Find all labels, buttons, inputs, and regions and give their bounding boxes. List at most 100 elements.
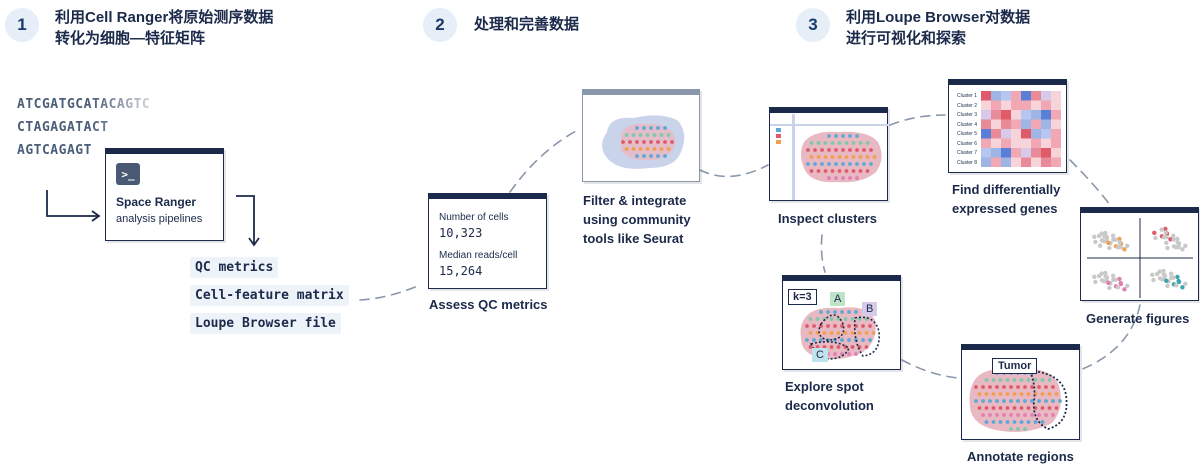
- heatmap-row-label: Cluster 1: [957, 93, 978, 99]
- tissue-spot: [844, 155, 849, 159]
- scatter-point: [1118, 280, 1123, 286]
- tissue-spot: [642, 126, 646, 130]
- tissue-spot: [813, 148, 817, 152]
- tissue-spot: [837, 155, 842, 159]
- scatter-point: [1175, 236, 1180, 242]
- tissue-spot: [857, 331, 862, 335]
- tissue-spot: [1047, 378, 1052, 382]
- tissue-spot: [827, 162, 831, 166]
- scatter-point: [1117, 236, 1122, 242]
- tissue-spot: [988, 399, 992, 403]
- heatmap-cell: [991, 100, 1001, 110]
- annotate-card: Tumor: [961, 344, 1080, 440]
- tissue-spot: [1023, 427, 1027, 431]
- tissue-spot: [1019, 420, 1024, 424]
- tissue-spot: [847, 338, 851, 342]
- heatmap-cell: [991, 138, 1001, 148]
- scatter-point: [1107, 245, 1112, 251]
- tissue-spot: [834, 148, 838, 152]
- tissue-spot: [855, 176, 859, 180]
- tissue-spot: [809, 141, 814, 145]
- heatmap-row-label: Cluster 2: [957, 102, 978, 109]
- tissue-spot: [1033, 420, 1038, 424]
- inspect-caption: Inspect clusters: [778, 211, 877, 226]
- tissue-spot: [861, 338, 865, 342]
- scatter-point: [1125, 243, 1130, 249]
- heatmap-cell: [1021, 157, 1031, 167]
- tissue-spot: [837, 141, 842, 145]
- tissue-spot: [833, 310, 837, 314]
- tissue-spot: [833, 324, 837, 328]
- tissue-spot: [666, 133, 671, 137]
- tissue-spot: [850, 317, 855, 321]
- tissue-spot: [862, 162, 866, 166]
- tissue-spot: [836, 331, 841, 335]
- heatmap-cell: [1031, 138, 1041, 148]
- clusters-tissue-graphic: [801, 131, 882, 183]
- legend-swatch: [776, 140, 781, 144]
- step-1-title-line2: 转化为细胞—特征矩阵: [55, 30, 206, 47]
- tissue-spot: [847, 310, 851, 314]
- reads-value: 15,264: [439, 264, 483, 278]
- scatter-point: [1117, 276, 1122, 282]
- card-header-bar: [769, 107, 888, 113]
- tissue-spot: [666, 147, 671, 151]
- tissue-spot: [864, 331, 869, 335]
- heatmap-row-label: Cluster 6: [957, 140, 978, 147]
- tissue-spot: [1054, 392, 1059, 396]
- tissue-spot: [868, 324, 872, 328]
- scatter-point: [1175, 240, 1180, 245]
- heatmap-cell: [991, 129, 1001, 139]
- scatter-point: [1164, 234, 1169, 240]
- scatter-point: [1122, 287, 1127, 292]
- heatmap-row-label: Cluster 5: [957, 131, 978, 137]
- heatmap-cell: [1021, 100, 1031, 110]
- tissue-spot: [865, 141, 870, 145]
- tissue-spot: [1040, 392, 1045, 396]
- tissue-spot: [1030, 413, 1034, 417]
- tissue-spot: [850, 331, 855, 335]
- scatter-point: [1113, 237, 1118, 242]
- tissue-spot: [1026, 392, 1031, 396]
- step-3-title-line1: 利用Loupe Browser对数据: [846, 9, 1031, 26]
- tissue-spot: [656, 154, 660, 158]
- tissue-spot: [663, 154, 667, 158]
- card-header-bar: [1080, 207, 1199, 213]
- tissue-spot: [995, 413, 999, 417]
- tissue-spot: [844, 169, 849, 173]
- scatter-point: [1165, 283, 1170, 289]
- tissue-spot: [1012, 420, 1017, 424]
- tissue-spot: [806, 162, 810, 166]
- step-2-badge: 2: [423, 8, 457, 42]
- heatmap-cell: [1041, 157, 1051, 167]
- tissue-spot: [1012, 378, 1017, 382]
- figures-caption: Generate figures: [1086, 311, 1190, 326]
- scatter-point: [1118, 244, 1123, 250]
- reads-label: Median reads/cell: [439, 250, 518, 261]
- tissue-spot: [868, 338, 872, 342]
- tissue-spot: [848, 176, 852, 180]
- tissue-spot: [827, 148, 831, 152]
- step-2-title: 处理和完善数据: [474, 16, 580, 33]
- tissue-spot: [805, 338, 809, 342]
- tissue-spot: [815, 317, 820, 321]
- tissue-spot: [1005, 420, 1010, 424]
- legend-swatch: [776, 134, 781, 138]
- scatter-point: [1180, 247, 1185, 252]
- heatmap-cell: [1001, 110, 1011, 120]
- tissue-spot: [854, 352, 858, 356]
- heatmap-row-label: Cluster 8: [957, 159, 978, 166]
- cells-label: Number of cells: [439, 212, 509, 223]
- scatter-point: [1176, 278, 1181, 284]
- de-caption: Find differentially expressed genes: [952, 180, 1060, 218]
- tissue-spot: [836, 345, 841, 349]
- tissue-spot: [840, 310, 844, 314]
- scatter-point: [1168, 271, 1174, 276]
- tissue-spot: [991, 392, 996, 396]
- heatmap-cell: [1031, 100, 1041, 110]
- scatter-point: [1164, 240, 1169, 246]
- heatmap-cell: [1011, 110, 1021, 120]
- heatmap-row-label: Cluster 4: [957, 121, 978, 128]
- tissue-spot: [995, 399, 999, 403]
